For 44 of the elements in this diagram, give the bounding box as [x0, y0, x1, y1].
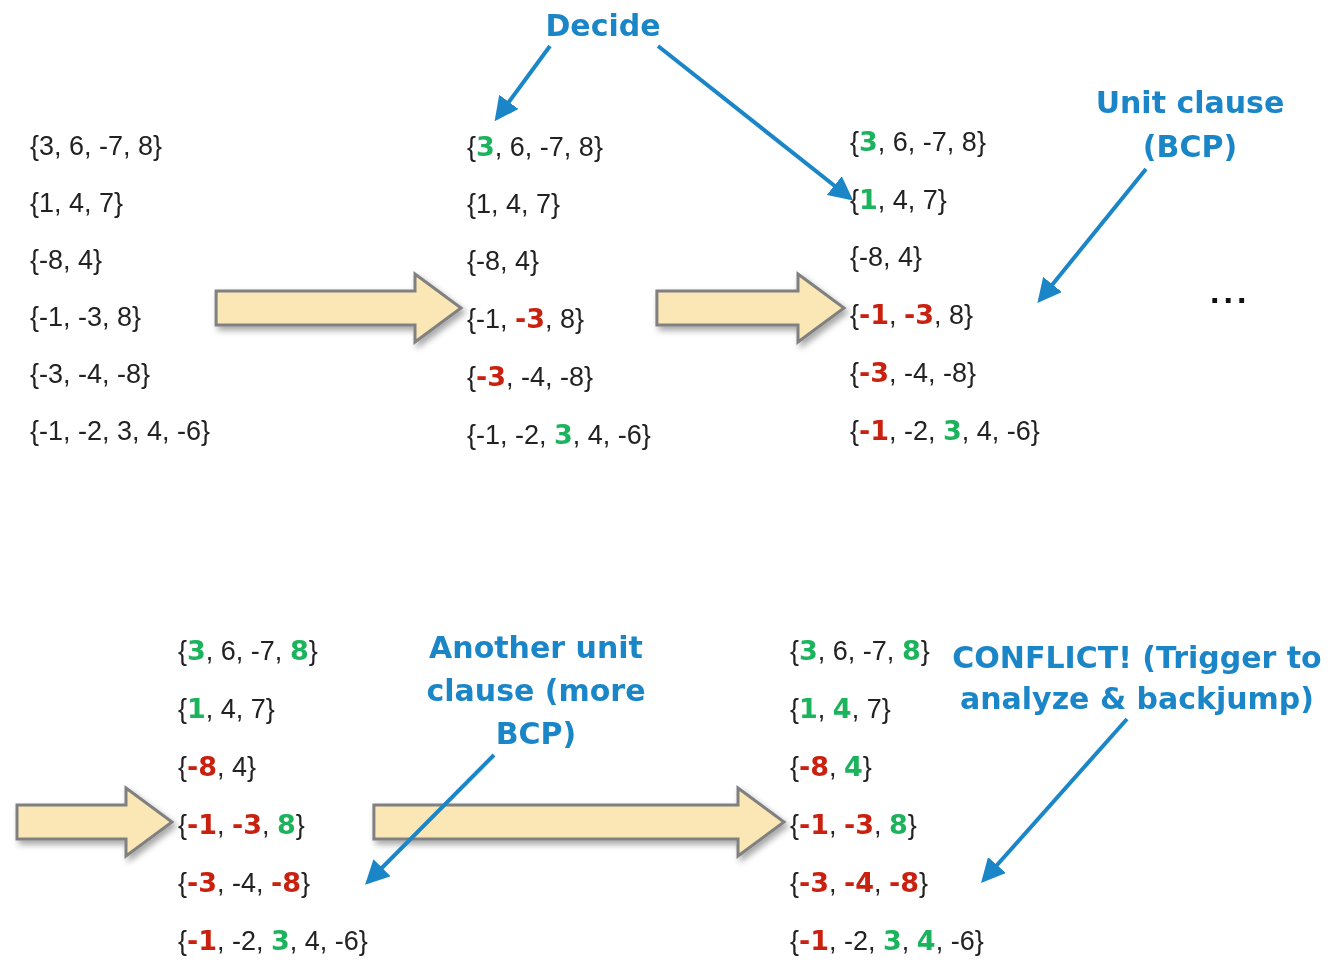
clause-text: {-3, -4, -8}: [467, 360, 594, 394]
clause-text: {-1, -3, 8}: [467, 302, 585, 336]
clause-text: {-3, -4, -8}: [850, 356, 977, 390]
arrow: [981, 717, 1129, 883]
clause-text: {1, 4, 7}: [178, 692, 275, 726]
block-arrow: [655, 271, 847, 345]
clause-text: {-8, 4}: [850, 241, 923, 274]
callout-text: Decide: [523, 6, 683, 46]
arrow: [1037, 167, 1148, 304]
clause-text: {-8, 4}: [30, 244, 103, 277]
clause-text: {1, 4, 7}: [790, 692, 891, 726]
arrow: [365, 753, 496, 885]
clause-text: {-1, -2, 3, 4, -6}: [30, 415, 211, 448]
clause-text: {-1, -3, 8}: [178, 808, 305, 842]
clause-text: {3, 6, -7, 8}: [790, 634, 930, 668]
clause-text: {1, 4, 7}: [467, 188, 561, 221]
clause-text: {-8, 4}: [467, 245, 540, 278]
clause-text: {-3, -4, -8}: [178, 866, 311, 900]
clause-text: {-1, -3, 8}: [30, 301, 142, 334]
clause-text: {-8, 4}: [790, 750, 872, 784]
clause-text: {3, 6, -7, 8}: [178, 634, 318, 668]
clause-text: {-1, -2, 3, 4, -6}: [850, 414, 1040, 448]
clause-text: {1, 4, 7}: [850, 183, 947, 217]
block-arrow: [15, 785, 175, 859]
clause-text: {-1, -3, 8}: [790, 808, 917, 842]
clause-text: {-1, -2, 3, 4, -6}: [790, 924, 984, 958]
arrow: [494, 44, 552, 122]
callout-text: Unit clause (BCP): [1060, 81, 1320, 169]
clause-text: {-1, -2, 3, 4, -6}: [178, 924, 368, 958]
clause-text: {-1, -3, 8}: [850, 298, 974, 332]
clause-text: {1, 4, 7}: [30, 187, 124, 220]
callout-text: Another unit clause (more BCP): [396, 626, 676, 755]
block-arrow: [372, 785, 787, 859]
block-arrow: [214, 271, 464, 345]
clause-text: {3, 6, -7, 8}: [467, 130, 603, 164]
clause-text: {3, 6, -7, 8}: [850, 125, 986, 159]
ellipsis-text: ...: [1210, 272, 1251, 311]
clause-text: {-3, -4, -8}: [790, 866, 929, 900]
clause-text: {-3, -4, -8}: [30, 358, 151, 391]
clause-text: {3, 6, -7, 8}: [30, 130, 163, 163]
clause-text: {-8, 4}: [178, 750, 257, 784]
clause-text: {-1, -2, 3, 4, -6}: [467, 418, 651, 452]
callout-text: CONFLICT! (Trigger to analyze & backjump): [947, 637, 1327, 719]
arrow: [656, 44, 854, 201]
